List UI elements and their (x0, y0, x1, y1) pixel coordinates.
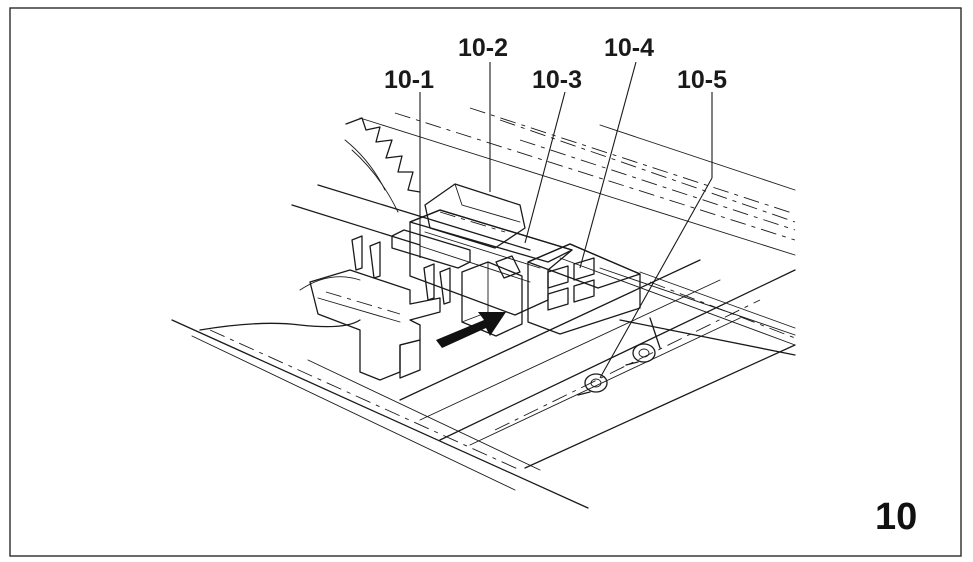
cutaway-curve (351, 149, 399, 213)
rollers (577, 317, 661, 396)
guide-line-lower (291, 204, 421, 246)
top-hood (424, 183, 526, 249)
figure-frame (9, 7, 962, 557)
base-plate-lines (171, 259, 796, 509)
cutaway-edge (345, 117, 421, 193)
cable (199, 319, 361, 331)
right-arrow-icon (436, 312, 506, 348)
cable-loop (299, 276, 361, 291)
leader-lines (419, 61, 713, 379)
end-block (527, 243, 641, 335)
cutaway-curve-2 (344, 139, 386, 191)
upper-rail-lines (359, 107, 796, 346)
figure-number: 10 (875, 496, 917, 538)
callout-10-5: 10-5 (677, 66, 727, 94)
dark-strip (391, 229, 471, 269)
clip-pins (351, 235, 451, 305)
guide-line-upper (317, 184, 531, 251)
insert-part (309, 269, 441, 381)
callout-10-4: 10-4 (604, 34, 654, 62)
callout-10-3: 10-3 (532, 66, 582, 94)
callout-10-1: 10-1 (384, 66, 434, 94)
callout-10-2: 10-2 (458, 34, 508, 62)
